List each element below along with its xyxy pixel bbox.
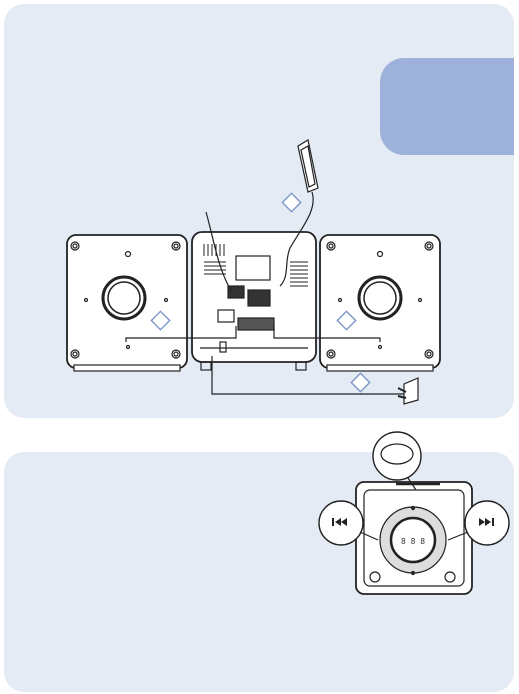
main-unit-rear — [192, 232, 316, 370]
left-speaker — [67, 235, 187, 371]
svg-text:8 8 8: 8 8 8 — [401, 537, 425, 546]
right-speaker — [320, 235, 440, 371]
